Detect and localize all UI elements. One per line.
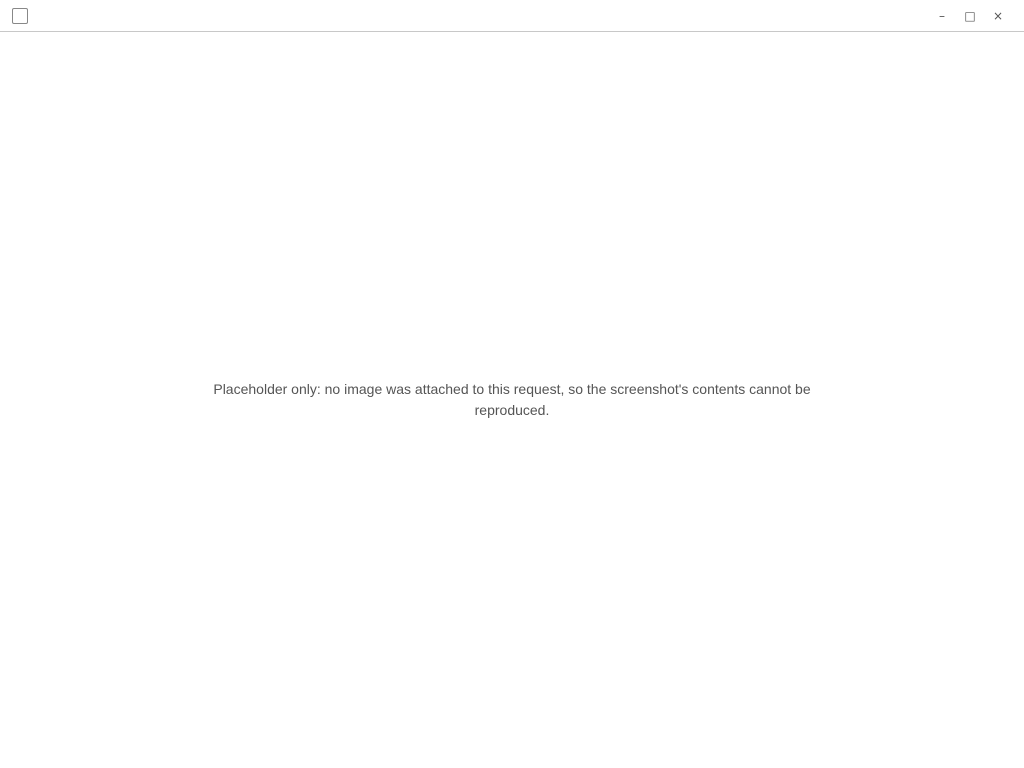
- window-controls: – □ ×: [928, 6, 1012, 26]
- maximize-icon[interactable]: □: [964, 8, 976, 23]
- app-icon: [12, 7, 28, 24]
- placeholder-notice: Placeholder only: no image was attached …: [213, 381, 811, 418]
- content-area: Placeholder only: no image was attached …: [0, 32, 1024, 768]
- minimize-icon[interactable]: –: [939, 8, 945, 23]
- close-icon[interactable]: ×: [992, 8, 1004, 23]
- title-bar: – □ ×: [0, 0, 1024, 32]
